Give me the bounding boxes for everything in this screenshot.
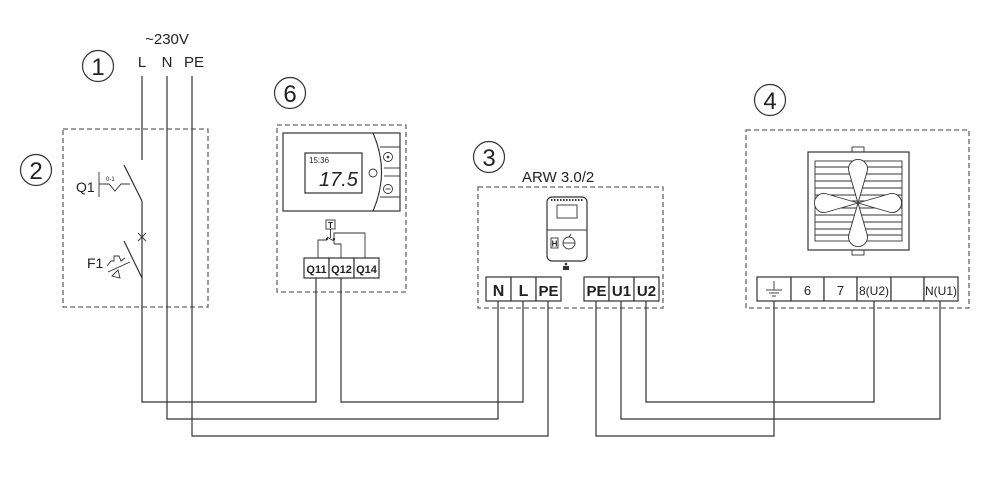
protection-enclosure xyxy=(62,128,209,308)
terminal-fan-7-label: 7 xyxy=(837,283,844,298)
thermostat-curve xyxy=(372,132,383,212)
q1-mechanism xyxy=(99,183,130,192)
terminal-Q11-label: Q11 xyxy=(306,264,326,276)
callout-number-2: 2 xyxy=(29,158,42,185)
terminal-ARW-U1-label: U1 xyxy=(612,283,631,300)
f1-contact xyxy=(123,240,143,279)
wire-PE-to-ARW-PE xyxy=(191,76,549,437)
terminal-ARW-PE-out-label: PE xyxy=(586,283,606,300)
controller-device-icon: H xyxy=(546,196,588,270)
callout-circle-6 xyxy=(273,76,307,110)
terminal-ARW-PE-in-label: PE xyxy=(538,283,558,300)
terminal-ARW-N-label: N xyxy=(493,283,505,300)
terminal-Q12-label: Q12 xyxy=(331,264,352,276)
terminal-fan-blank[interactable] xyxy=(890,276,925,302)
sensor-label: T xyxy=(328,221,333,230)
thermostat-body xyxy=(282,132,401,212)
controller-output-terminals: PE U1 U2 xyxy=(583,276,660,302)
wire-Q12-to-ARW-L xyxy=(340,278,524,403)
callout-number-3: 3 xyxy=(482,145,495,172)
supply-voltage-label: ~230V xyxy=(145,31,189,48)
terminal-ARW-N[interactable] xyxy=(485,276,512,302)
fan-group: 4 xyxy=(745,83,970,309)
thermostat-group: 6 15:36 17.5 T xyxy=(273,76,407,293)
thermostat-time: 15:36 xyxy=(309,156,330,165)
supply-PE-label: PE xyxy=(184,54,204,71)
terminal-Q14-label: Q14 xyxy=(356,264,378,276)
thermostat-terminal-block: Q11 Q12 Q14 xyxy=(303,257,380,279)
thermostat-mode-button[interactable] xyxy=(368,168,378,178)
terminal-fan-8-U2-label: 8(U2) xyxy=(859,284,889,298)
q1-setting: 0-1 xyxy=(106,177,115,183)
callout-circle-4 xyxy=(753,83,787,117)
callout-number-4: 4 xyxy=(763,88,776,115)
callout-circle-2 xyxy=(19,153,53,187)
terminal-fan-6-label: 6 xyxy=(804,283,811,298)
terminal-Q14[interactable] xyxy=(353,257,380,279)
fan-terminal-block: 6 7 8(U2) N(U1) xyxy=(756,276,959,302)
supply-group: 1 ~230V L N PE xyxy=(81,31,204,83)
controller-input-terminals: N L PE xyxy=(485,276,562,302)
fan-icon xyxy=(807,146,910,256)
f1-label: F1 xyxy=(87,255,104,271)
terminal-ARW-L-label: L xyxy=(519,283,529,300)
wire-L-to-Q11 xyxy=(141,278,317,403)
wire-ARW-U2-to-fan-8U2 xyxy=(645,301,875,403)
controller-group: 3 ARW 3.0/2 H N L PE xyxy=(472,140,664,309)
f1-link xyxy=(107,261,131,273)
terminal-ARW-PE-in[interactable] xyxy=(535,276,562,302)
callout-number-6: 6 xyxy=(283,81,296,108)
controller-model-label: ARW 3.0/2 xyxy=(522,169,594,186)
protection-group: 2 Q1 0-1 F1 xyxy=(19,128,209,308)
callout-number-1: 1 xyxy=(91,54,104,81)
supply-N-label: N xyxy=(162,54,173,71)
terminal-fan-N-U1-label: N(U1) xyxy=(925,284,957,298)
terminal-ARW-U2-label: U2 xyxy=(637,283,656,300)
terminal-fan-7[interactable] xyxy=(823,276,858,302)
terminal-fan-N-U1[interactable] xyxy=(923,276,959,302)
supply-L-label: L xyxy=(138,54,146,71)
terminal-fan-6[interactable] xyxy=(790,276,825,302)
svg-text:H: H xyxy=(552,240,558,249)
wire-ARW-U1-to-fan-NU1 xyxy=(620,301,941,420)
minus-button-icon[interactable] xyxy=(383,184,393,194)
callout-circle-1 xyxy=(81,49,115,83)
callout-circle-3 xyxy=(472,140,506,174)
terminal-ARW-L[interactable] xyxy=(510,276,537,302)
wiring xyxy=(141,76,941,437)
wire-ARW-PE-to-fan-earth xyxy=(595,301,775,437)
earth-icon xyxy=(766,281,782,297)
thermostat-display xyxy=(304,152,363,194)
wire-N-to-ARW-N xyxy=(166,76,499,420)
thermostat-temperature: 17.5 xyxy=(319,169,359,191)
f1-trip-triangle xyxy=(111,269,121,279)
f1-thermal-element xyxy=(106,255,126,267)
q1-contact xyxy=(123,164,143,202)
fan-enclosure xyxy=(745,129,970,309)
q1-label: Q1 xyxy=(76,179,95,195)
controller-enclosure xyxy=(477,186,664,309)
plus-button-icon[interactable] xyxy=(383,152,393,162)
